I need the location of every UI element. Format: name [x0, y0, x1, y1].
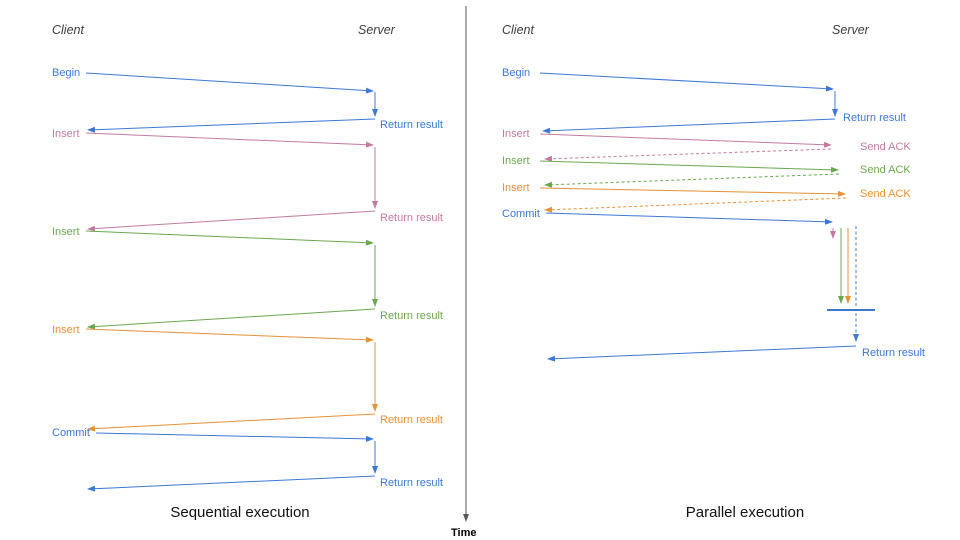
op-label-insert-3: Insert [502, 182, 530, 194]
op-label-commit: Commit [502, 208, 540, 220]
ack-arrow [544, 173, 840, 188]
client-label: Client [502, 23, 534, 37]
request-arrow [545, 212, 833, 225]
request-arrow [85, 72, 374, 94]
time-axis: Time [451, 6, 476, 539]
response-label: Return result [380, 310, 443, 322]
panel-title-parallel: Parallel execution [686, 504, 804, 521]
response-label: Send ACK [860, 188, 911, 200]
client-label: Client [52, 23, 84, 37]
parallel-panel: Client Server Begin Return result Insert… [502, 23, 925, 521]
response-label: Return result [862, 347, 925, 359]
response-arrow [542, 118, 836, 134]
op-label-insert-3: Insert [52, 324, 80, 336]
sequential-panel: Client Server Begin Return result Insert… [52, 23, 443, 521]
request-arrow [85, 328, 374, 343]
request-arrow [95, 432, 374, 442]
response-arrow [87, 413, 376, 432]
op-label-insert-2: Insert [502, 155, 530, 167]
time-axis-label: Time [451, 527, 476, 539]
response-label: Return result [380, 212, 443, 224]
response-label: Return result [380, 414, 443, 426]
op-label-insert-1: Insert [502, 128, 530, 140]
op-label-commit: Commit [52, 427, 90, 439]
server-label: Server [832, 23, 870, 37]
op-label-insert-1: Insert [52, 128, 80, 140]
response-label: Send ACK [860, 141, 911, 153]
response-arrow [87, 475, 376, 492]
request-arrow [85, 230, 374, 246]
response-label: Return result [380, 119, 443, 131]
response-label: Return result [380, 477, 443, 489]
request-arrow [539, 72, 834, 92]
response-arrow [87, 118, 376, 133]
response-label: Send ACK [860, 164, 911, 176]
response-label: Return result [843, 112, 906, 124]
request-arrow [539, 160, 839, 173]
response-arrow [87, 308, 376, 330]
response-arrow [547, 345, 857, 362]
panel-title-sequential: Sequential execution [170, 504, 309, 521]
op-label-insert-2: Insert [52, 226, 80, 238]
request-arrow [85, 132, 374, 148]
op-label-begin: Begin [52, 67, 80, 79]
server-label: Server [358, 23, 396, 37]
op-label-begin: Begin [502, 67, 530, 79]
response-arrow [87, 210, 376, 232]
ack-arrow [544, 197, 847, 213]
request-arrow [539, 187, 846, 197]
ack-arrow [544, 148, 832, 162]
request-arrow [539, 133, 832, 148]
